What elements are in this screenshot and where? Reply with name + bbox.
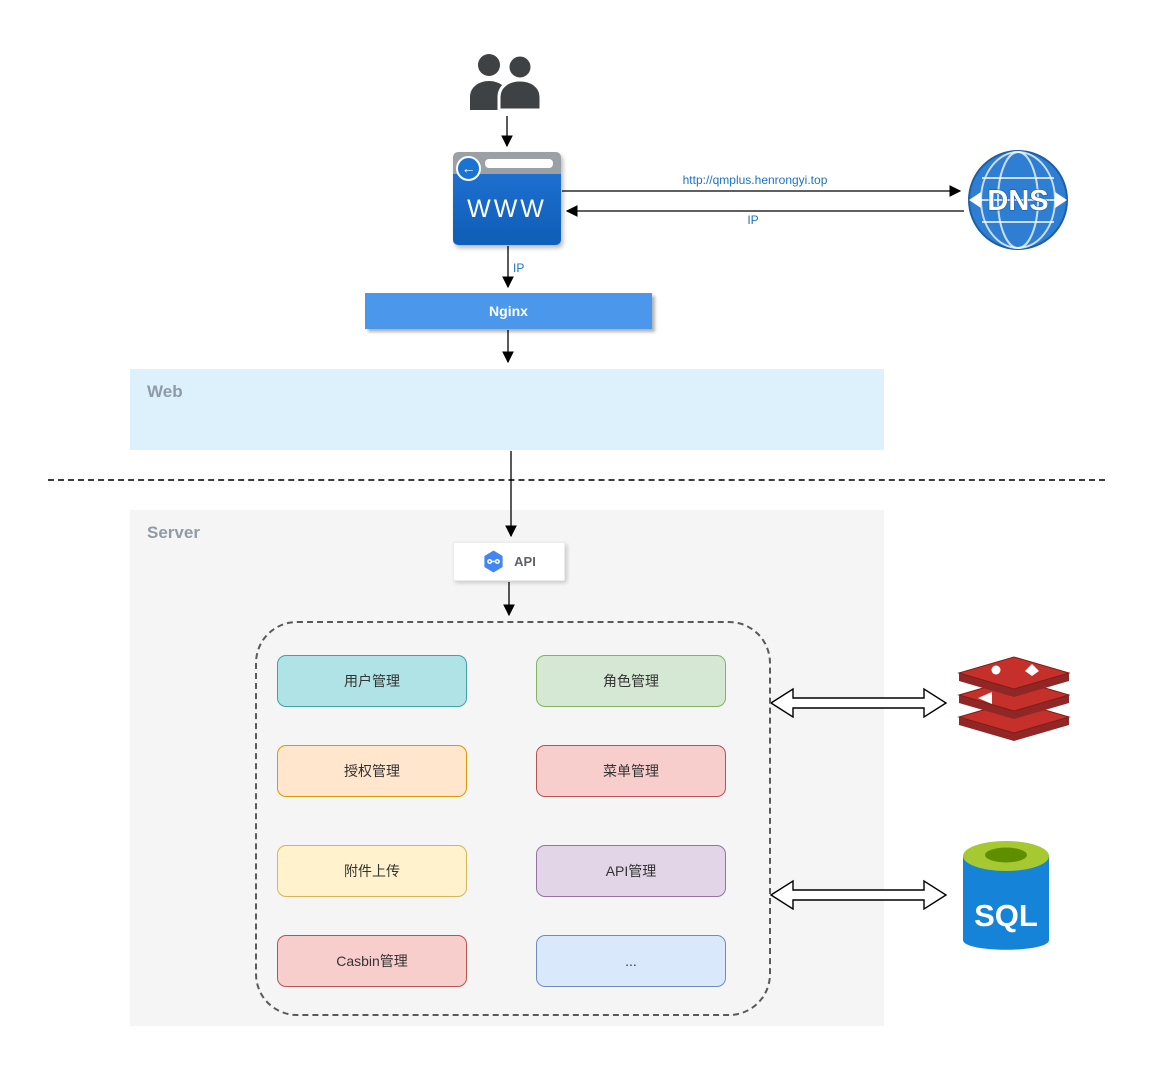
edge-label-ip-nginx: IP	[513, 261, 525, 275]
module-menu-management: 菜单管理	[536, 745, 726, 797]
module-file-upload: 附件上传	[277, 845, 467, 897]
nginx-label: Nginx	[489, 303, 528, 319]
module-label: 角色管理	[603, 673, 659, 689]
module-label: 菜单管理	[603, 763, 659, 779]
api-hexagon-icon	[484, 550, 503, 573]
redis-database-icon	[957, 656, 1071, 741]
web-section: Web	[130, 369, 884, 450]
address-bar	[485, 159, 553, 168]
module-label: ...	[625, 953, 637, 969]
module-label: API管理	[605, 863, 657, 879]
web-server-separator	[48, 479, 1105, 481]
sql-label: SQL	[974, 898, 1038, 933]
api-label: API	[514, 554, 536, 569]
module-label: 用户管理	[344, 673, 400, 689]
dns-globe-icon: DNS	[968, 150, 1068, 250]
module-label: 授权管理	[344, 763, 400, 779]
edge-label-url: http://qmplus.henrongyi.top	[682, 173, 828, 187]
module-more: ...	[536, 935, 726, 987]
module-casbin-management: Casbin管理	[277, 935, 467, 987]
browser-label: WWW	[467, 195, 547, 223]
module-auth-management: 授权管理	[277, 745, 467, 797]
edge-label-ip-dns: IP	[747, 213, 759, 227]
nginx-node: Nginx	[365, 293, 652, 329]
module-label: Casbin管理	[336, 953, 408, 969]
api-node: API	[453, 542, 565, 581]
module-user-management: 用户管理	[277, 655, 467, 707]
users-icon	[470, 53, 543, 112]
browser-window-node: ← WWW	[453, 152, 561, 245]
browser-titlebar: ←	[453, 152, 561, 181]
web-section-label: Web	[147, 382, 183, 401]
sql-database-icon: SQL	[963, 841, 1049, 950]
module-api-management: API管理	[536, 845, 726, 897]
module-label: 附件上传	[344, 863, 400, 879]
back-arrow-icon: ←	[456, 156, 481, 181]
module-role-management: 角色管理	[536, 655, 726, 707]
server-modules-container	[255, 621, 771, 1016]
dns-label: DNS	[987, 185, 1048, 217]
browser-body: WWW	[453, 174, 561, 245]
server-section-label: Server	[147, 523, 200, 542]
